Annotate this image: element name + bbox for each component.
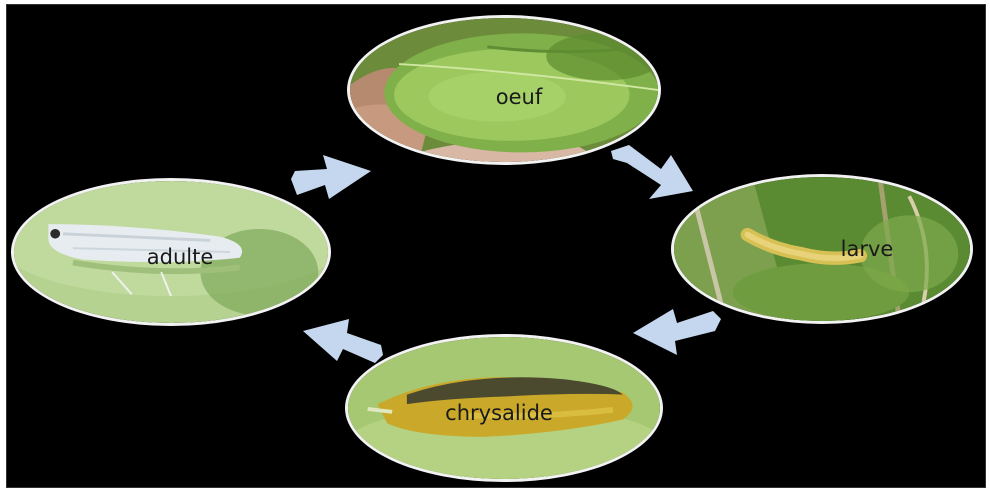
arrow-larva-to-pupa-icon: [627, 305, 727, 357]
arrow-pupa-to-adult-icon: [297, 315, 389, 365]
arrow-adult-to-egg-icon: [283, 149, 377, 203]
life-cycle-diagram: oeuf larve chrysalide: [6, 4, 986, 488]
label-larva: larve: [674, 237, 970, 261]
label-adult: adulte: [14, 245, 328, 269]
stage-larva: larve: [671, 174, 973, 324]
label-pupa: chrysalide: [348, 401, 660, 425]
stage-pupa: chrysalide: [345, 334, 663, 482]
label-egg: oeuf: [350, 85, 658, 109]
arrow-egg-to-larva-icon: [605, 141, 705, 205]
